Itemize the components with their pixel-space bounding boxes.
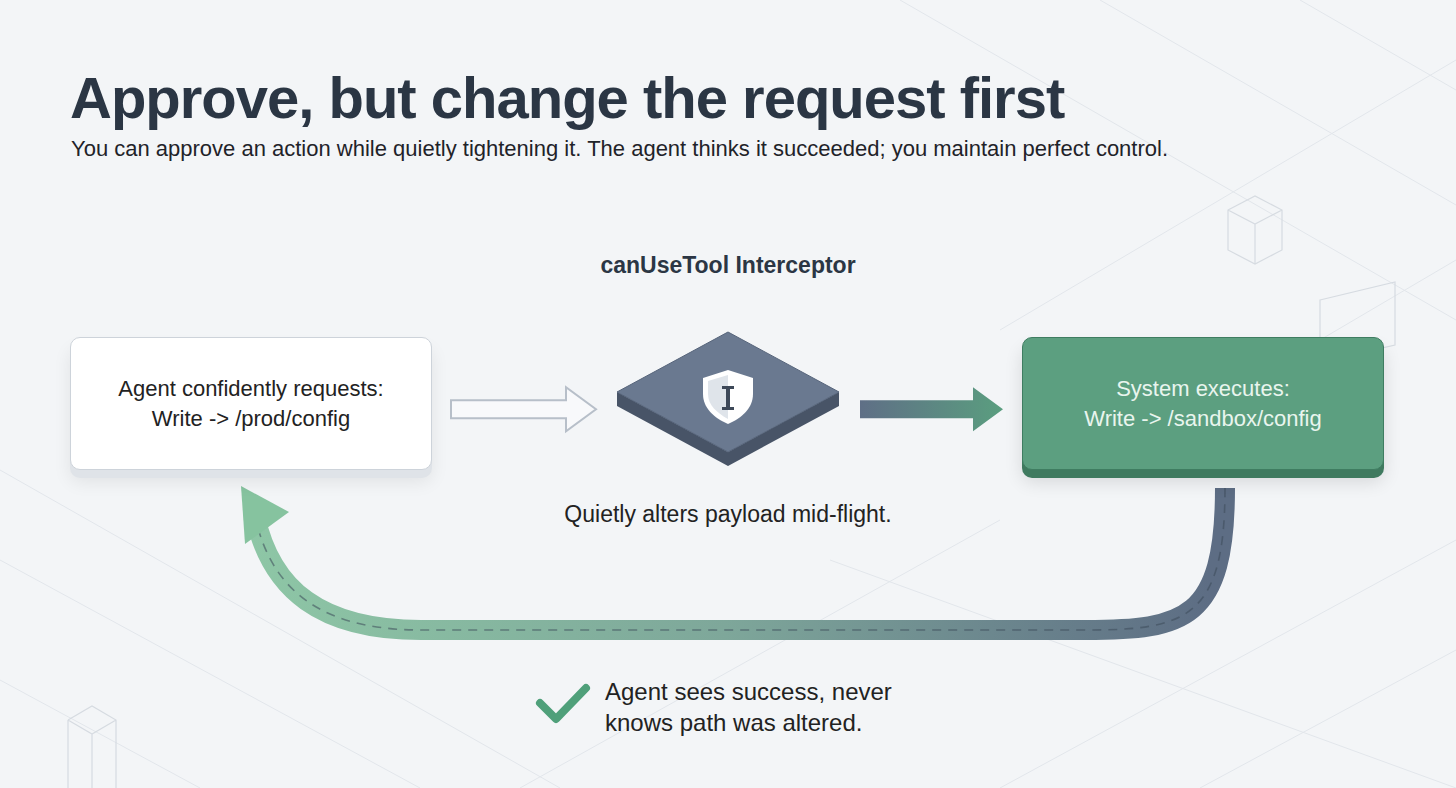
note-text: Agent sees success, never knows path was… xyxy=(605,676,935,738)
check-mark xyxy=(540,688,586,719)
node-text: Agent confidently requests: xyxy=(118,374,383,404)
flow-arrow xyxy=(860,387,1003,431)
node-text: Write -> /sandbox/config xyxy=(1084,404,1321,434)
flow-arrow xyxy=(451,387,596,431)
shield-icon xyxy=(703,370,753,424)
node-text: Write -> /prod/config xyxy=(152,404,350,434)
return-arrow xyxy=(241,486,1225,630)
diamond-shape xyxy=(615,330,841,468)
diagram-caption: You can approve an action while quietly … xyxy=(71,136,1168,162)
request-box: Agent confidently requests:Write -> /pro… xyxy=(70,337,432,470)
result-box: System executes:Write -> /sandbox/config xyxy=(1022,337,1384,470)
node-heading: canUseTool Interceptor xyxy=(545,250,911,281)
node-text: System executes: xyxy=(1116,374,1290,404)
node-note: Quietly alters payload mid-flight. xyxy=(545,498,911,530)
decision-diamond: canUseTool InterceptorQuietly alters pay… xyxy=(615,330,841,468)
diagram-title: Approve, but change the request first xyxy=(70,64,1064,131)
